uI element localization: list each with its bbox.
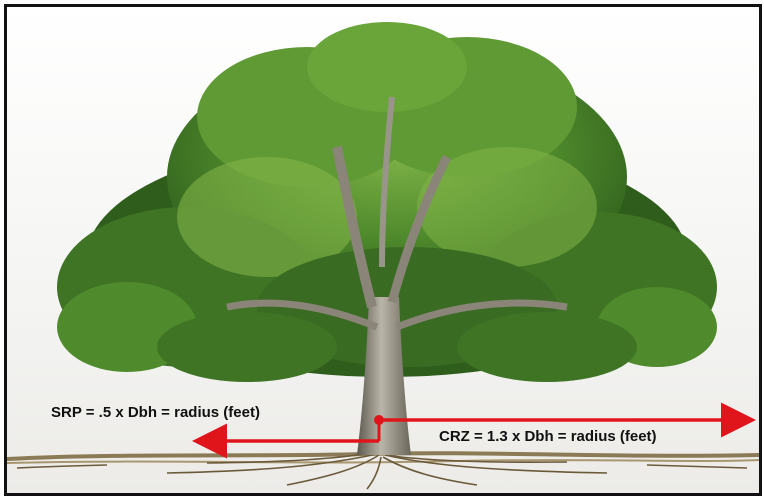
crz-label: CRZ = 1.3 x Dbh = radius (feet)	[439, 428, 657, 445]
srp-label: SRP = .5 x Dbh = radius (feet)	[51, 404, 260, 421]
diagram-frame: SRP = .5 x Dbh = radius (feet) CRZ = 1.3…	[4, 4, 762, 496]
